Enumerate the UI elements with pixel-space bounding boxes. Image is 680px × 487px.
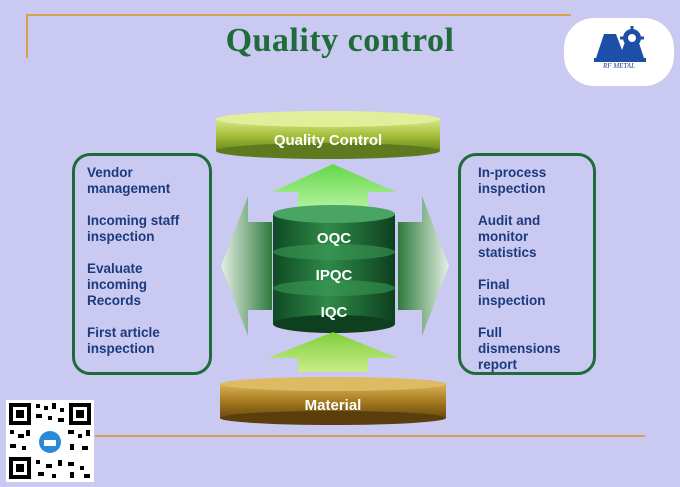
stack-level-iqc: IQC bbox=[320, 304, 348, 321]
top-disc bbox=[216, 111, 440, 159]
qr-code bbox=[6, 400, 94, 482]
left-item-vendor-management: Vendor management bbox=[87, 165, 171, 196]
stack-level-oqc: OQC bbox=[316, 230, 352, 247]
left-panel: Vendor management Incoming staff inspect… bbox=[72, 153, 212, 375]
top-rule bbox=[26, 14, 571, 16]
company-logo: RF METAL bbox=[564, 18, 674, 86]
qc-stack bbox=[273, 205, 395, 333]
gear-logo-icon bbox=[594, 26, 646, 62]
right-panel: In-process inspection Audit and monitor … bbox=[458, 153, 596, 375]
top-disc-label: Quality Control bbox=[273, 132, 383, 149]
bottom-disc-label: Material bbox=[304, 397, 362, 414]
logo-text: RF METAL bbox=[603, 62, 635, 70]
right-item-full-dimensions: Full dismensions report bbox=[478, 325, 561, 372]
left-item-incoming-staff: Incoming staff inspection bbox=[87, 213, 180, 244]
qr-code-icon bbox=[9, 403, 91, 479]
right-item-audit: Audit and monitor statistics bbox=[478, 213, 541, 260]
top-rule-vertical bbox=[26, 14, 28, 58]
left-item-first-article: First article inspection bbox=[87, 325, 160, 356]
right-arrow bbox=[398, 196, 449, 336]
bottom-rule bbox=[95, 435, 645, 437]
left-item-evaluate-records: Evaluate incoming Records bbox=[87, 261, 147, 308]
top-up-arrow bbox=[272, 164, 396, 210]
left-arrow bbox=[221, 196, 272, 336]
right-item-in-process: In-process inspection bbox=[478, 165, 547, 196]
page-title: Quality control bbox=[225, 22, 455, 59]
right-item-final: Final inspection bbox=[478, 277, 546, 308]
bottom-up-arrow bbox=[268, 332, 398, 372]
bottom-disc bbox=[220, 377, 446, 425]
stack-level-ipqc: IPQC bbox=[315, 267, 353, 284]
